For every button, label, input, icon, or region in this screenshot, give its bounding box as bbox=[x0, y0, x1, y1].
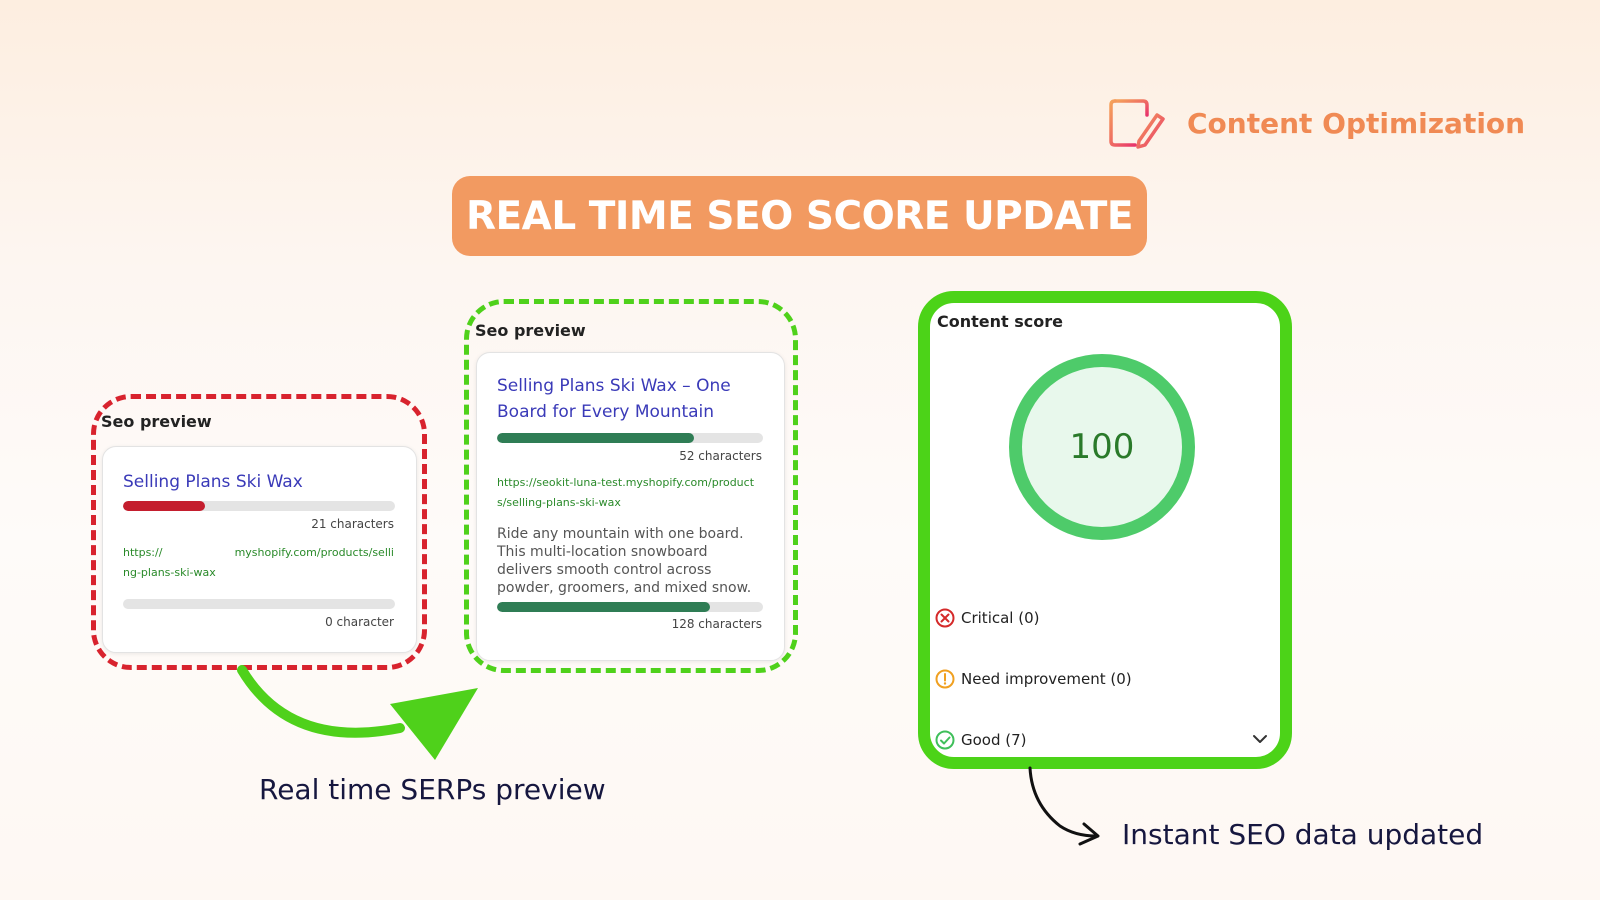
headline-banner: REAL TIME SEO SCORE UPDATE bbox=[452, 176, 1147, 256]
content-score-heading: Content score bbox=[937, 312, 1063, 331]
after-title-bar-fill bbox=[497, 433, 694, 443]
score-value: 100 bbox=[1069, 427, 1135, 467]
good-label: Good (7) bbox=[961, 731, 1027, 749]
content-score-frame bbox=[918, 291, 1292, 769]
after-title-bar bbox=[497, 433, 763, 443]
need-improvement-label: Need improvement (0) bbox=[961, 670, 1132, 688]
good-row[interactable]: Good (7) bbox=[935, 730, 1027, 750]
document-edit-icon bbox=[1109, 99, 1165, 149]
headline-text: REAL TIME SEO SCORE UPDATE bbox=[465, 193, 1134, 239]
hand-drawn-arrow-icon bbox=[1028, 766, 1100, 846]
after-title-count: 52 characters bbox=[679, 449, 762, 463]
critical-x-icon bbox=[935, 608, 955, 628]
before-desc-count: 0 character bbox=[325, 615, 394, 629]
critical-label: Critical (0) bbox=[961, 609, 1040, 627]
after-desc-bar-fill bbox=[497, 602, 710, 612]
brand-label: Content Optimization bbox=[1187, 106, 1526, 140]
after-preview-heading: Seo preview bbox=[475, 321, 586, 340]
brand: Content Optimization bbox=[1109, 97, 1525, 149]
check-circle-icon bbox=[935, 730, 955, 750]
after-desc-count: 128 characters bbox=[671, 617, 762, 631]
instant-caption: Instant SEO data updated bbox=[1122, 818, 1484, 851]
before-serp-title: Selling Plans Ski Wax bbox=[123, 472, 303, 492]
after-description: Ride any mountain with one board. This m… bbox=[497, 526, 752, 596]
after-url: https://seokit-luna-test.myshopify.com/p… bbox=[497, 476, 755, 509]
before-title-bar bbox=[123, 501, 395, 511]
warning-icon bbox=[935, 669, 955, 689]
chevron-down-icon[interactable] bbox=[1252, 733, 1268, 745]
score-ring: 100 bbox=[1009, 354, 1195, 540]
after-serp-title: Selling Plans Ski Wax – One Board for Ev… bbox=[497, 376, 731, 422]
after-desc-bar bbox=[497, 602, 763, 612]
before-preview-frame bbox=[91, 394, 427, 670]
before-desc-bar bbox=[123, 599, 395, 609]
before-preview-heading: Seo preview bbox=[101, 412, 212, 431]
after-serp-card: Selling Plans Ski Wax – One Board for Ev… bbox=[476, 352, 785, 661]
critical-row[interactable]: Critical (0) bbox=[935, 608, 1039, 628]
need-improvement-row[interactable]: Need improvement (0) bbox=[935, 669, 1132, 689]
before-url-line2: ng-plans-ski-wax bbox=[123, 566, 216, 579]
before-serp-card: Selling Plans Ski Wax 21 characters http… bbox=[102, 446, 417, 653]
before-url-line1-left: https:// bbox=[123, 546, 163, 559]
before-url-line1-right: myshopify.com/products/selli bbox=[234, 546, 394, 559]
before-title-count: 21 characters bbox=[311, 517, 394, 531]
curved-arrow-icon bbox=[237, 665, 478, 760]
after-preview-frame bbox=[464, 299, 798, 673]
before-title-bar-fill bbox=[123, 501, 205, 511]
serps-caption: Real time SERPs preview bbox=[259, 773, 606, 806]
